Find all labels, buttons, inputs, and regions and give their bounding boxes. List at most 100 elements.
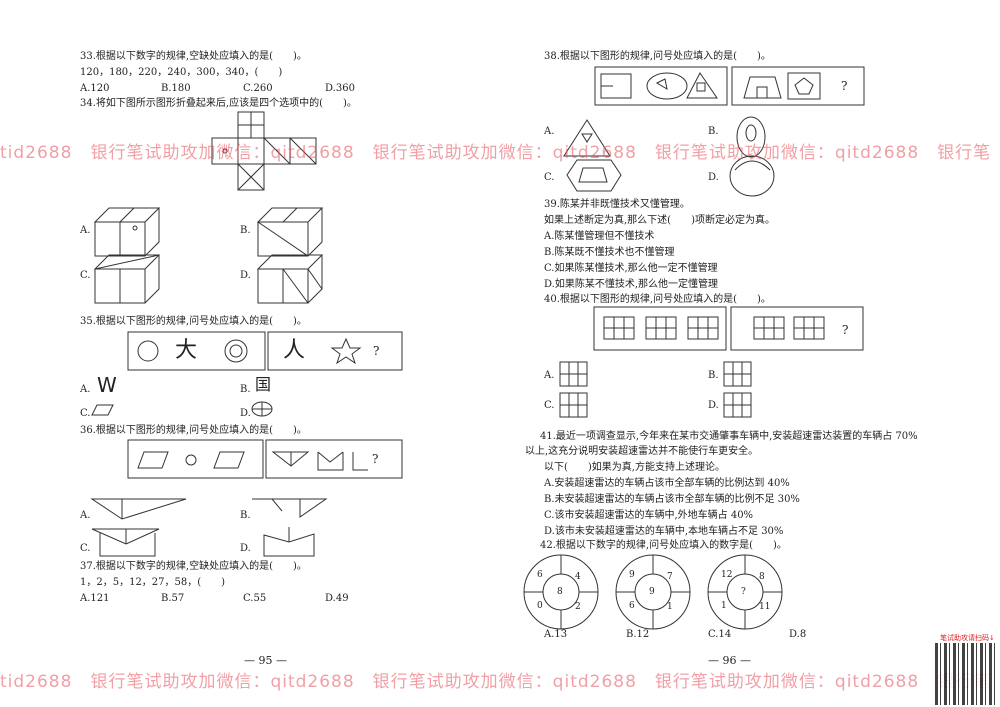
q38-option-a: A. (544, 126, 555, 137)
q39-option-a: A.陈某懂管理但不懂技术 (544, 231, 655, 242)
q42-circle-bl-number: 1 (721, 601, 727, 611)
q42-option-d: D.8 (789, 629, 807, 640)
q40-question-mark: ? (842, 323, 849, 337)
q42-circle-tr-number: 7 (667, 572, 673, 582)
q39-option-d: D.如果陈某不懂技术,那么他一定懂管理 (544, 279, 719, 290)
q41-stem-line1: 41.最近一项调查显示,今年来在某市交通肇事车辆中,安装超速雷达装置的车辆占 7… (540, 431, 918, 442)
q33-stem: 33.根据以下数字的规律,空缺处应填入的是( )。 (80, 51, 307, 62)
qr-code[interactable] (935, 643, 997, 705)
q36-option-d-figure (263, 527, 315, 557)
q40-figure (593, 306, 864, 351)
q35-figure (127, 331, 403, 371)
q37-option-b: B.57 (161, 593, 185, 604)
q40-option-b: B. (708, 370, 719, 381)
q36-option-a: A. (80, 510, 91, 521)
q36-option-c-figure (91, 528, 160, 557)
q38-stem: 38.根据以下图形的规律,问号处应填入的是( )。 (544, 51, 771, 62)
q37-option-c: C.55 (243, 593, 267, 604)
q42-number-circle (707, 554, 783, 630)
q42-circle-center-number: 8 (557, 587, 563, 597)
q37-option-a: A.121 (80, 593, 110, 604)
q42-circle-br-number: 2 (575, 602, 581, 612)
q39-option-c: C.如果陈某懂技术,那么他一定不懂管理 (544, 263, 718, 274)
q42-circle-tl-number: 12 (721, 570, 733, 580)
q42-circle-bl-number: 0 (537, 601, 543, 611)
q42-circle-br-number: 1 (667, 602, 673, 612)
q34-stem: 34.将如下图所示图形折叠起来后,应该是四个选项中的( )。 (80, 98, 357, 109)
q34-option-c: C. (80, 270, 91, 281)
q40-option-d: D. (708, 400, 719, 411)
q34-option-a: A. (80, 225, 91, 236)
q35-option-b-glyph: 国 (255, 375, 272, 394)
cube-net-figure (211, 111, 317, 191)
q34-cube-d (256, 254, 324, 304)
q33-option-c: C.260 (243, 83, 273, 94)
q39-prompt: 如果上述断定为真,那么下述( )项断定必定为真。 (544, 215, 775, 226)
q40-option-a: A. (544, 370, 555, 381)
q38-question-mark: ? (841, 79, 848, 93)
q37-stem: 37.根据以下数字的规律,空缺处应填入的是( )。 (80, 561, 307, 572)
q41-option-c: C.该市安装超速雷达的车辆中,外地车辆占 40% (544, 510, 754, 521)
q40-option-c: C. (544, 400, 555, 411)
q36-option-c: C. (80, 543, 91, 554)
q36-question-mark: ? (372, 452, 379, 466)
q42-stem: 42.根据以下数字的规律,问号处应填入的数字是( )。 (540, 540, 787, 551)
q42-number-circle (523, 554, 599, 630)
q42-option-a: A.13 (544, 629, 568, 640)
q35-circle-cross (251, 401, 273, 417)
q42-number-circle (615, 554, 691, 630)
q42-circle-tl-number: 6 (537, 570, 543, 580)
q36-figure (127, 439, 403, 479)
q39-stem: 39.陈某并非既懂技术又懂管理。 (544, 199, 690, 210)
q37-sequence: 1，2，5，12，27，58，( ) (80, 577, 226, 588)
q35-char-1: 大 (175, 338, 198, 363)
q33-option-a: A.120 (80, 83, 110, 94)
q33-option-b: B.180 (161, 83, 191, 94)
q35-char-2: 人 (283, 338, 306, 363)
q42-circle-center-number: 9 (649, 587, 655, 597)
q38-figure (594, 66, 865, 106)
q38-option-c-figure (566, 159, 622, 192)
q36-stem: 36.根据以下图形的规律,问号处应填入的是( )。 (80, 425, 307, 436)
watermark-row-1: tid2688 银行笔试助攻加微信：qitd2688 银行笔试助攻加微信：qit… (0, 143, 992, 163)
q34-cube-a (93, 207, 161, 257)
q40-option-a-grid (559, 361, 588, 387)
qr-caption: 笔试助攻请扫码↓ (940, 634, 995, 642)
q35-option-a: A. (80, 384, 91, 395)
q36-option-b: B. (240, 510, 251, 521)
q42-circle-tl-number: 9 (629, 570, 635, 580)
q34-cube-c (93, 254, 161, 304)
q40-option-b-grid (723, 361, 752, 387)
q41-option-a: A.安装超速雷达的车辆占该市全部车辆的比例达到 40% (544, 478, 790, 489)
q41-prompt: 以下( )如果为真,方能支持上述理论。 (544, 462, 725, 473)
q37-option-d: D.49 (325, 593, 349, 604)
q36-option-a-figure (90, 498, 187, 520)
q35-option-a-glyph: W (97, 373, 117, 397)
q42-option-c: C.14 (708, 629, 732, 640)
q38-option-d: D. (708, 172, 719, 183)
q38-option-b-figure (736, 116, 766, 158)
q35-option-d: D. (240, 408, 251, 419)
q41-stem-line2: 以上,这充分说明安装超速雷达并不能使行车更安全。 (525, 446, 759, 457)
q42-circle-center-number: ? (741, 587, 746, 597)
q33-sequence: 120，180，220，240，300，340，( ) (80, 67, 283, 78)
q41-option-b: B.未安装超速雷达的车辆占该市全部车辆的比例不足 30% (544, 494, 800, 505)
q42-circle-bl-number: 6 (629, 601, 635, 611)
q35-stem: 35.根据以下图形的规律,问号处应填入的是( )。 (80, 316, 307, 327)
q35-option-c: C. (80, 408, 91, 419)
page-number-left: — 95 — (244, 654, 287, 667)
q42-option-b: B.12 (626, 629, 650, 640)
q39-option-b: B.陈某既不懂技术也不懂管理 (544, 247, 675, 258)
q42-circle-tr-number: 8 (759, 572, 765, 582)
q38-option-d-figure (729, 155, 775, 197)
q40-option-c-grid (559, 392, 588, 418)
page-number-right: — 96 — (708, 654, 751, 667)
q36-option-b-figure (252, 498, 328, 518)
q38-option-c: C. (544, 172, 555, 183)
q38-option-b: B. (708, 126, 719, 137)
watermark-row-2: tid2688 银行笔试助攻加微信：qitd2688 银行笔试助攻加微信：qit… (0, 672, 992, 692)
q42-circle-br-number: 11 (759, 602, 771, 612)
q41-option-d: D.该市未安装超速雷达的车辆中,本地车辆占不足 30% (544, 526, 784, 537)
q36-option-d: D. (240, 543, 251, 554)
q34-option-b: B. (240, 225, 251, 236)
